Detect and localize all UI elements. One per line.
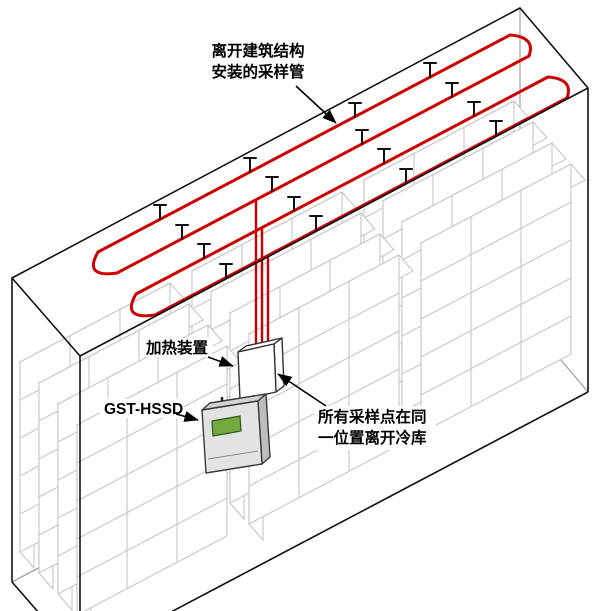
detector-label-halo [100, 399, 180, 418]
heater-front-face [237, 343, 277, 401]
heater-label-halo [142, 338, 212, 357]
pipe-drop-to-detector [254, 198, 270, 352]
detector-unit [201, 393, 271, 474]
exit-note-line2: 一位置离开冷库 [318, 428, 427, 447]
detector-front-face [201, 400, 263, 474]
detector-slot [207, 450, 259, 460]
exit-note-halo [314, 406, 436, 450]
sampling-points [153, 62, 503, 279]
pipe-note-halo [192, 40, 324, 82]
sampling-pipe-network [92, 33, 570, 352]
heater-label: 加热装置 [145, 338, 208, 357]
pipe-loop-outer [92, 33, 532, 276]
pipe-loop-inner [130, 75, 570, 318]
callouts: 离开建筑结构 安装的采样管 加热装置 GST-HSSD 所有采样点在同 一位置离… [100, 40, 436, 450]
detector-label: GST-HSSD [104, 401, 183, 418]
pipe-note-line2: 安装的采样管 [211, 62, 304, 81]
detector-label-arrow [175, 411, 199, 422]
pipe-note-arrow [295, 85, 337, 124]
pipe-note-line1: 离开建筑结构 [211, 41, 304, 60]
shelving-racks [19, 100, 586, 611]
room-wireframe-front [11, 7, 589, 611]
heater-box [237, 337, 285, 401]
heater-label-arrow [207, 356, 234, 367]
exit-note-line1: 所有采样点在同 [318, 407, 427, 426]
exit-note-arrow [277, 373, 327, 407]
floor-front-edge [171, 391, 589, 611]
detector-screen [211, 415, 242, 437]
floor-left-edge [11, 581, 39, 611]
